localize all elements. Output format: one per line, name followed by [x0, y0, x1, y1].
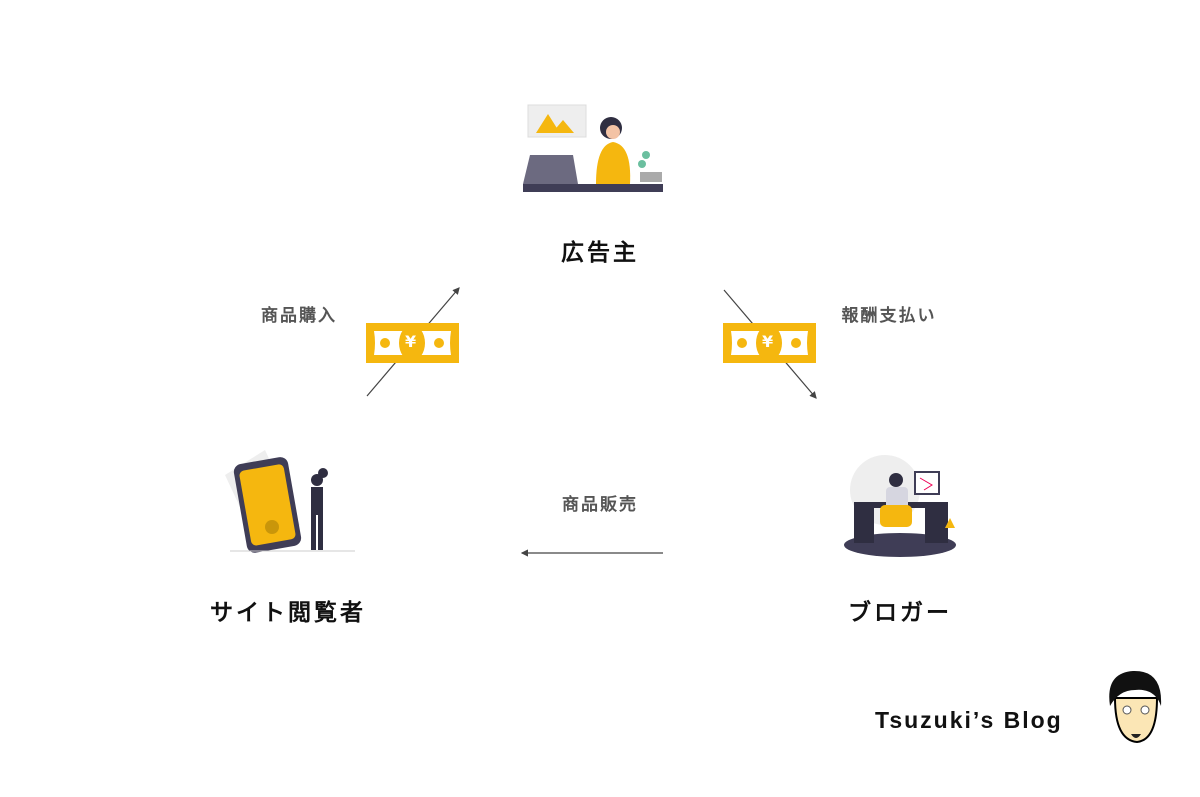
yen-bill-icon: ¥: [366, 323, 459, 363]
avatar-icon: [1109, 670, 1162, 744]
yen-bill-icon: ¥: [723, 323, 816, 363]
role-blogger: ブロガー: [848, 600, 952, 626]
role-viewer: サイト閲覧者: [210, 600, 366, 626]
brand-name: Tsuzuki’s Blog: [875, 707, 1063, 733]
advertiser-illustration: [523, 104, 663, 192]
role-advertiser: 広告主: [561, 240, 639, 266]
blogger-illustration: [844, 455, 956, 557]
yen-symbol: ¥: [405, 332, 417, 351]
flow-label-reward: 報酬支払い: [841, 306, 937, 326]
flow-label-sale: 商品販売: [562, 495, 638, 515]
yen-symbol: ¥: [762, 332, 774, 351]
viewer-illustration: [225, 450, 355, 553]
flow-label-purchase: 商品購入: [261, 306, 337, 326]
